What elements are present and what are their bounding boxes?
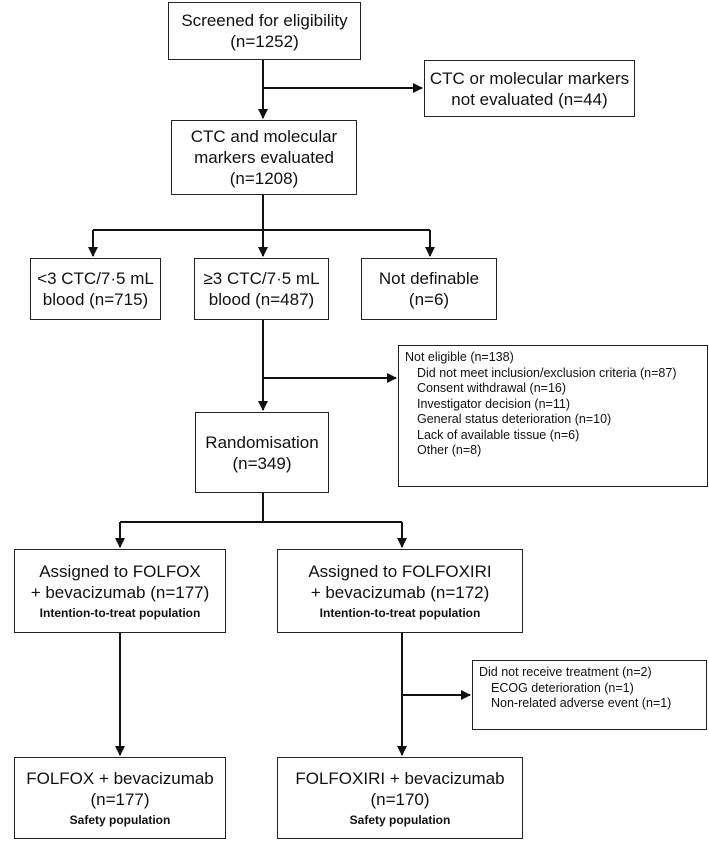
not-eligible-reason: Investigator decision (n=11) — [417, 396, 570, 411]
arm-folfox-line2: + bevacizumab (n=177) — [30, 583, 210, 602]
arm-folfoxiri-box: Assigned to FOLFOXIRI + bevacizumab (n=1… — [277, 549, 523, 633]
not-eligible-reason: Other (n=8) — [417, 443, 482, 457]
not-eligible-reason: General status deterioration (n=10) — [417, 412, 612, 426]
safety-folfoxiri-population: Safety population — [349, 813, 451, 827]
safety-folfox-box: FOLFOX + bevacizumab (n=177) Safety popu… — [14, 757, 226, 839]
not-eligible-reason: Did not meet inclusion/exclusion criteri… — [417, 365, 677, 380]
not-evaluated-line1: CTC or molecular markers — [429, 68, 630, 88]
screened-box: Screened for eligibility (n=1252) — [168, 2, 361, 60]
not-eligible-box: Not eligible (n=138) Did not meet inclus… — [398, 345, 708, 487]
safety-folfox-population: Safety population — [69, 813, 171, 827]
not-eligible-reason: Consent withdrawal (n=16) — [417, 381, 567, 395]
screened-label: Screened for eligibility — [181, 11, 348, 30]
not-evaluated-line2: not evaluated (n=44) — [451, 89, 608, 109]
not-eligible-title: Not eligible (n=138) — [405, 350, 514, 364]
evaluated-box: CTC and molecular markers evaluated (n=1… — [171, 120, 357, 195]
arm-folfox-population: Intention-to-treat population — [39, 606, 201, 620]
high-ctc-line1: ≥3 CTC/7·5 mL — [203, 269, 320, 288]
arm-folfoxiri-line2: + bevacizumab (n=172) — [310, 583, 490, 602]
not-definable-line2: (n=6) — [408, 290, 450, 309]
high-ctc-line2: blood (n=487) — [208, 290, 315, 309]
not-evaluated-box: CTC or molecular markers not evaluated (… — [424, 60, 635, 117]
evaluated-line2: markers evaluated — [194, 148, 334, 167]
screened-count: (n=1252) — [230, 32, 299, 51]
evaluated-line1: CTC and molecular — [190, 127, 338, 146]
no-treatment-box: Did not receive treatment (n=2) ECOG det… — [472, 660, 707, 730]
no-treatment-title: Did not receive treatment (n=2) — [479, 665, 652, 679]
low-ctc-line2: blood (n=715) — [42, 290, 149, 309]
not-eligible-reason: Lack of available tissue (n=6) — [417, 427, 580, 442]
high-ctc-box: ≥3 CTC/7·5 mL blood (n=487) — [194, 258, 329, 320]
randomisation-label: Randomisation — [205, 432, 319, 452]
not-definable-line1: Not definable — [378, 269, 480, 288]
low-ctc-line1: <3 CTC/7·5 mL — [37, 269, 154, 288]
safety-folfoxiri-box: FOLFOXIRI + bevacizumab (n=170) Safety p… — [277, 757, 523, 839]
safety-folfoxiri-count: (n=170) — [370, 790, 430, 809]
low-ctc-box: <3 CTC/7·5 mL blood (n=715) — [30, 258, 161, 320]
arm-folfox-box: Assigned to FOLFOX + bevacizumab (n=177)… — [14, 549, 226, 633]
arm-folfoxiri-population: Intention-to-treat population — [319, 606, 481, 620]
arm-folfox-line1: Assigned to FOLFOX — [39, 562, 201, 581]
evaluated-count: (n=1208) — [229, 169, 299, 188]
no-treatment-reason: Non-related adverse event (n=1) — [491, 696, 672, 710]
arm-folfoxiri-line1: Assigned to FOLFOXIRI — [308, 562, 492, 581]
no-treatment-reason: ECOG deterioration (n=1) — [491, 680, 634, 695]
randomisation-box: Randomisation (n=349) — [195, 412, 329, 493]
safety-folfox-count: (n=177) — [90, 790, 150, 809]
safety-folfox-line1: FOLFOX + bevacizumab — [26, 769, 214, 788]
randomisation-count: (n=349) — [232, 453, 292, 473]
safety-folfoxiri-line1: FOLFOXIRI + bevacizumab — [295, 769, 505, 788]
not-definable-box: Not definable (n=6) — [361, 258, 497, 320]
